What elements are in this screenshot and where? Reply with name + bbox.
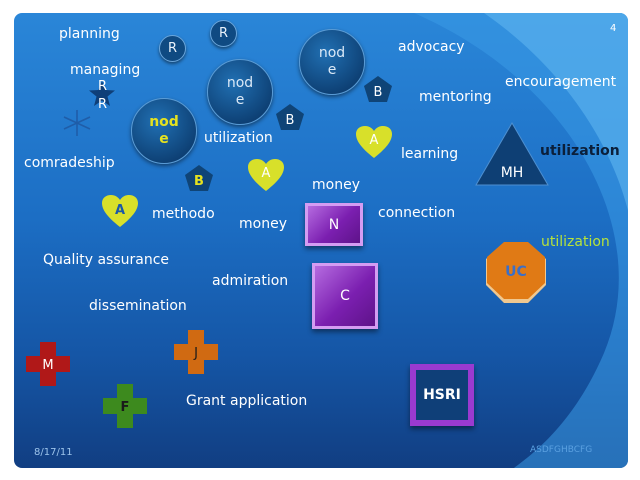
cross-f: F [103, 384, 147, 428]
svg-text:MH: MH [501, 165, 524, 181]
svg-text:A: A [262, 166, 271, 181]
svg-text:A: A [115, 203, 125, 218]
word-managing: managing [70, 62, 141, 78]
word-quality-assurance: Quality assurance [43, 252, 170, 268]
cross-m: M [26, 342, 70, 386]
word-money-top: money [312, 177, 360, 193]
pentagon-b3: B [185, 165, 213, 191]
word-utilization-green: utilization [541, 234, 610, 250]
slide: 4 planning managing comradeship utilizat… [14, 13, 628, 468]
cross-j: J [174, 330, 218, 374]
footer-right-text: ASDFGHBCFG [530, 445, 593, 455]
svg-text:A: A [370, 133, 379, 148]
word-grant-application: Grant application [186, 393, 308, 409]
svg-text:B: B [194, 174, 204, 189]
footer-date: 8/17/11 [34, 447, 73, 458]
node-circle-3: nod e [299, 29, 365, 95]
svg-text:B: B [286, 113, 295, 128]
triangle-mh: MH [475, 122, 549, 186]
slide-number: 4 [610, 23, 617, 34]
word-admiration: admiration [212, 273, 289, 289]
r-circle-2: R [210, 20, 237, 47]
node-circle-2: nod e [207, 59, 273, 125]
svg-text:F: F [121, 400, 130, 415]
hsri-box: HSRI [410, 364, 474, 426]
heart-a2: A [248, 159, 284, 191]
square-n: N [305, 203, 363, 246]
star-icon [89, 81, 115, 106]
heart-a3: A [102, 195, 138, 227]
word-utilization-dark: utilization [540, 143, 620, 159]
heart-a1: A [356, 126, 392, 158]
background-wave [414, 13, 628, 468]
svg-text:M: M [42, 358, 53, 373]
word-mentoring: mentoring [419, 89, 492, 105]
word-connection: connection [378, 205, 456, 221]
pentagon-b2: B [276, 104, 304, 130]
word-learning: learning [401, 146, 459, 162]
word-encouragement: encouragement [505, 74, 617, 90]
pentagon-b1: B [364, 76, 392, 102]
word-advocacy: advocacy [398, 39, 465, 55]
svg-text:UC: UC [505, 264, 527, 280]
square-c: C [312, 263, 378, 329]
star-label-r1: R [98, 79, 108, 94]
word-comradeship: comradeship [24, 155, 115, 171]
word-dissemination: dissemination [89, 298, 187, 314]
svg-text:B: B [374, 85, 383, 100]
node-circle-1: nod e [131, 98, 197, 164]
word-planning: planning [59, 26, 120, 42]
r-circle-1: R [159, 35, 186, 62]
word-utilization: utilization [204, 130, 273, 146]
word-methodo: methodo [152, 206, 215, 222]
asterisk-icon [63, 110, 91, 136]
hsri-label: HSRI [416, 370, 468, 420]
svg-text:J: J [193, 346, 198, 361]
star-label-r2: R [98, 97, 108, 112]
octagon-uc: UC [486, 242, 546, 303]
word-money: money [239, 216, 287, 232]
